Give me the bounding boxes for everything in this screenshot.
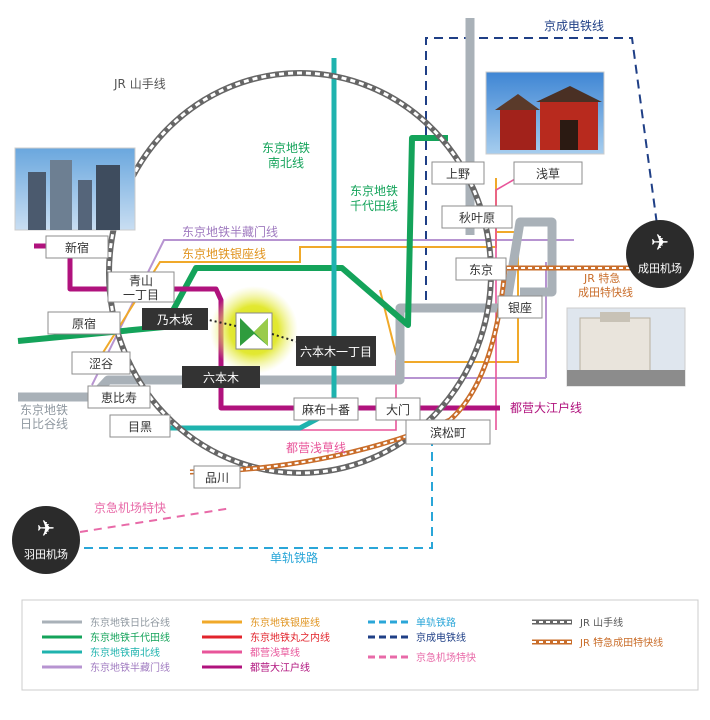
station-harajuku[interactable] — [47, 311, 121, 335]
line-label-hibiya-2: 日比谷线 — [20, 417, 68, 431]
station-ebisu[interactable] — [87, 385, 151, 409]
station-daimon[interactable] — [375, 397, 421, 421]
line-label-hanzomon: 东京地铁半藏门线 — [182, 224, 278, 239]
line-label-keisei: 京成电铁线 — [544, 19, 604, 33]
station-tokyo[interactable] — [455, 257, 507, 281]
station-ginza[interactable] — [497, 295, 543, 319]
line-label-chiyoda-2: 千代田线 — [350, 199, 398, 213]
legend-label: JR 山手线 — [579, 616, 623, 629]
station-shinagawa[interactable] — [193, 465, 241, 489]
legend-label: 京成电铁线 — [416, 631, 466, 644]
station-label: 东京 — [469, 263, 493, 277]
legend-label: 东京地铁千代田线 — [90, 631, 170, 644]
ginza-photo — [566, 307, 686, 387]
station-meguro[interactable] — [109, 414, 171, 438]
legend-label: 东京地铁银座线 — [250, 616, 320, 629]
station-azabu[interactable] — [293, 397, 359, 421]
station-label: 秋叶原 — [459, 211, 495, 225]
legend-label: 东京地铁日比谷线 — [90, 616, 170, 629]
station-label: 新宿 — [65, 240, 89, 255]
airplane-icon: ✈ — [651, 231, 669, 256]
station-label: 麻布十番 — [302, 402, 350, 417]
monorail-line — [84, 436, 433, 549]
station-hamamatsucho[interactable] — [405, 419, 491, 445]
legend-label: 京急机场特快 — [416, 651, 476, 664]
legend-label: 都营大江户线 — [250, 661, 310, 674]
narita-airport[interactable]: ✈ 成田机场 — [626, 220, 694, 288]
station-ueno[interactable] — [431, 161, 485, 185]
dark-stations — [142, 308, 376, 388]
shinjuku-photo — [14, 147, 136, 231]
line-label-narita-exp-2: 成田特快线 — [578, 285, 633, 299]
station-label: 浅草 — [536, 167, 560, 181]
station-label: 原宿 — [72, 316, 96, 331]
line-label-narita-exp-1: JR 特急 — [583, 271, 620, 285]
line-label-monorail: 单轨铁路 — [270, 550, 318, 565]
line-label-oedo: 都营大江户线 — [510, 400, 582, 415]
station-akihabara[interactable] — [441, 205, 513, 229]
line-label-hibiya-1: 东京地铁 — [20, 403, 68, 417]
station-label: 涩谷 — [89, 356, 113, 371]
legend-label: 东京地铁南北线 — [90, 646, 160, 659]
keisei-line — [425, 37, 659, 300]
station-shibuya[interactable] — [71, 351, 131, 375]
line-label-nanboku-1: 东京地铁 — [262, 141, 310, 155]
line-label-chiyoda-1: 东京地铁 — [350, 184, 398, 198]
haneda-airport-label: 羽田机场 — [24, 547, 68, 561]
station-label: 大门 — [386, 402, 410, 417]
station-label: 滨松町 — [430, 425, 466, 440]
station-label: 上野 — [446, 167, 470, 181]
station-label: 六本木 — [203, 371, 239, 385]
legend-label: 东京地铁丸之内线 — [250, 631, 330, 644]
legend-label: 东京地铁半藏门线 — [90, 661, 170, 674]
narita-airport-label: 成田机场 — [638, 261, 682, 275]
asakusa-photo — [485, 71, 605, 155]
legend: 东京地铁日比谷线 东京地铁千代田线 东京地铁南北线 东京地铁半藏门线 东京地铁银… — [21, 599, 699, 691]
legend-label: JR 特急成田特快线 — [579, 636, 663, 649]
airplane-icon: ✈ — [37, 517, 55, 542]
haneda-airport[interactable]: ✈ 羽田机场 — [12, 506, 80, 574]
station-asakusa[interactable] — [513, 161, 583, 185]
station-label: 品川 — [205, 471, 229, 485]
station-label: 目黑 — [128, 420, 152, 434]
stations — [45, 161, 583, 489]
station-shinjuku[interactable] — [45, 235, 109, 259]
station-label: 乃木坂 — [157, 313, 193, 327]
station-label: 银座 — [508, 300, 532, 315]
station-roppongi1[interactable] — [296, 336, 376, 366]
station-label: 六本木一丁目 — [300, 345, 372, 359]
line-label-ginza: 东京地铁银座线 — [182, 246, 266, 261]
line-label-yamanote: JR 山手线 — [113, 77, 166, 91]
line-label-asakusa: 都营浅草线 — [286, 441, 346, 455]
station-roppongi[interactable] — [182, 366, 260, 388]
station-label: 一丁目 — [123, 288, 159, 302]
legend-label: 都营浅草线 — [250, 646, 300, 659]
line-label-nanboku-2: 南北线 — [268, 155, 304, 170]
station-nogizaka[interactable] — [142, 308, 208, 330]
keikyu-line — [79, 507, 233, 533]
legend-label: 单轨铁路 — [416, 616, 456, 629]
line-label-keikyu: 京急机场特快 — [94, 500, 166, 515]
station-label: 恵比寿 — [101, 391, 137, 405]
station-aoyama[interactable] — [107, 271, 175, 303]
station-label: 青山 — [129, 274, 153, 288]
roppongi-hills-marker — [199, 286, 299, 374]
